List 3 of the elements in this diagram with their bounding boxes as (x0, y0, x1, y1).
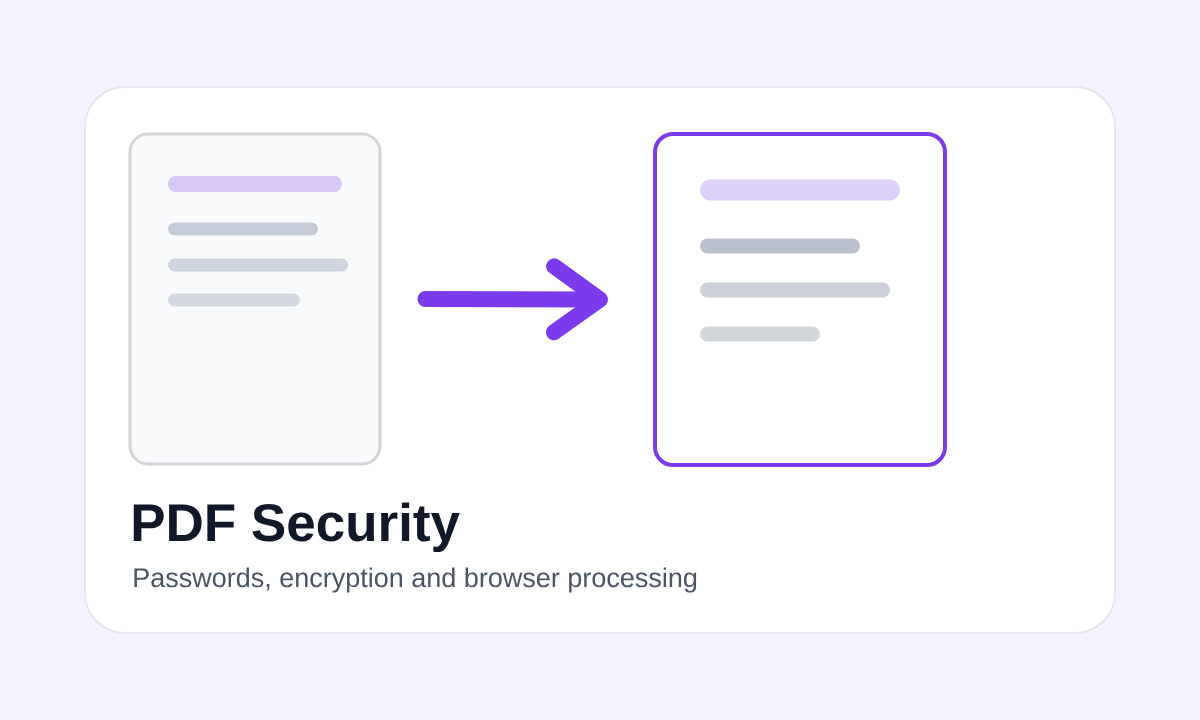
arrow (417, 258, 608, 341)
title: PDF Security (133, 502, 460, 552)
subtitle: Passwords, encryption and browser processing (134, 567, 697, 593)
